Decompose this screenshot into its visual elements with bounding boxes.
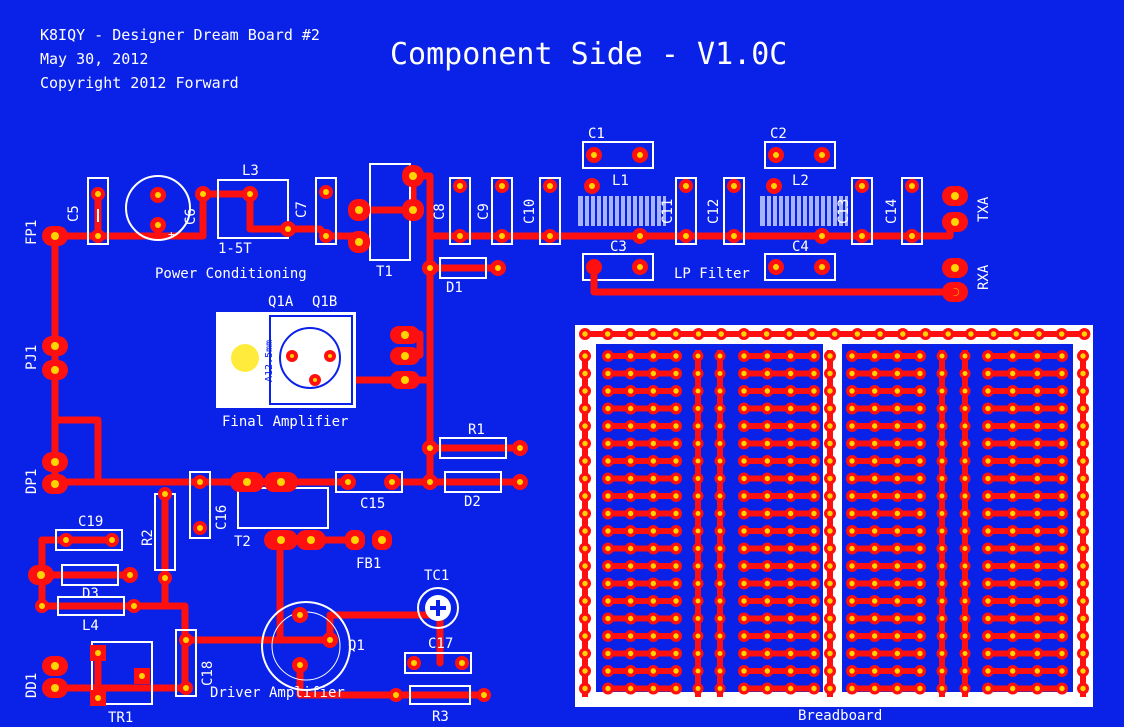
label-r2: R2 — [140, 529, 156, 546]
jumper-pads: PJ1 DP1 — [24, 336, 68, 494]
breadboard-area: Breadboard — [575, 325, 1093, 724]
label-l3: L3 — [242, 163, 259, 179]
driver-amplifier-section: R2 C19 D3 L4 C18 TR1 DD1 Q1 — [24, 487, 491, 726]
label-d1: D1 — [446, 280, 463, 296]
label-c2: C2 — [770, 126, 787, 142]
label-q1a-note: A12.5mm — [264, 340, 275, 382]
label-r1: R1 — [468, 422, 485, 438]
lp-filter-section: C8 C9 C10 C1 L1 C3 C11 — [422, 126, 992, 302]
label-q1a: Q1A — [268, 294, 294, 310]
svg-text:+: + — [168, 228, 175, 241]
label-q1b: Q1B — [312, 294, 337, 310]
label-r3: R3 — [432, 709, 449, 725]
label-c13: C13 — [836, 199, 852, 224]
label-pj1: PJ1 — [24, 345, 40, 370]
header-line-1: K8IQY - Designer Dream Board #2 — [40, 26, 320, 44]
header-line-2: May 30, 2012 — [40, 50, 148, 68]
label-l1: L1 — [612, 173, 629, 189]
label-c9: C9 — [476, 203, 492, 220]
label-txa: TXA — [976, 196, 992, 222]
section-driver-amplifier: Driver Amplifier — [210, 685, 345, 701]
label-c4: C4 — [792, 239, 809, 255]
power-conditioning-section: C5 + C6 L3 1-5T C7 T1 Power Conditioning… — [24, 163, 424, 282]
label-c5: C5 — [66, 205, 82, 222]
driver-coupling-section: R1 D2 C15 C16 T2 FB1 — [189, 422, 528, 572]
section-power-conditioning: Power Conditioning — [155, 266, 307, 282]
label-l4: L4 — [82, 618, 99, 634]
label-c12: C12 — [706, 199, 722, 224]
label-t1: T1 — [376, 264, 393, 280]
label-dp1: DP1 — [24, 469, 40, 494]
label-c6: C6 — [183, 208, 199, 225]
header-line-3: Copyright 2012 Forward — [40, 74, 239, 92]
label-c14: C14 — [884, 199, 900, 224]
label-c17: C17 — [428, 636, 453, 652]
label-c10: C10 — [522, 199, 538, 224]
final-amplifier-section: A12.5mm Q1A Q1B Final Amplifier — [216, 294, 420, 430]
section-final-amplifier: Final Amplifier — [222, 414, 348, 430]
label-c18: C18 — [200, 661, 216, 686]
label-tr1: TR1 — [108, 710, 133, 726]
label-tc1: TC1 — [424, 568, 449, 584]
label-d2: D2 — [464, 494, 481, 510]
label-c3: C3 — [610, 239, 627, 255]
label-t2: T2 — [234, 534, 251, 550]
label-dd1: DD1 — [24, 673, 40, 698]
label-c11: C11 — [660, 199, 676, 224]
section-breadboard: Breadboard — [798, 708, 882, 724]
label-q1: Q1 — [348, 638, 365, 654]
board-title: Component Side - V1.0C — [390, 37, 787, 72]
label-rxa: RXA — [976, 264, 992, 290]
label-l3-turns: 1-5T — [218, 241, 252, 257]
label-c16: C16 — [214, 505, 230, 530]
label-c7: C7 — [294, 201, 310, 218]
label-fb1: FB1 — [356, 556, 381, 572]
label-fp1: FP1 — [24, 220, 40, 245]
label-c15: C15 — [360, 496, 385, 512]
label-d3: D3 — [82, 586, 99, 602]
label-c19: C19 — [78, 514, 103, 530]
label-l2: L2 — [792, 173, 809, 189]
label-c8: C8 — [432, 203, 448, 220]
section-lp-filter: LP Filter — [674, 266, 750, 282]
label-c1: C1 — [588, 126, 605, 142]
